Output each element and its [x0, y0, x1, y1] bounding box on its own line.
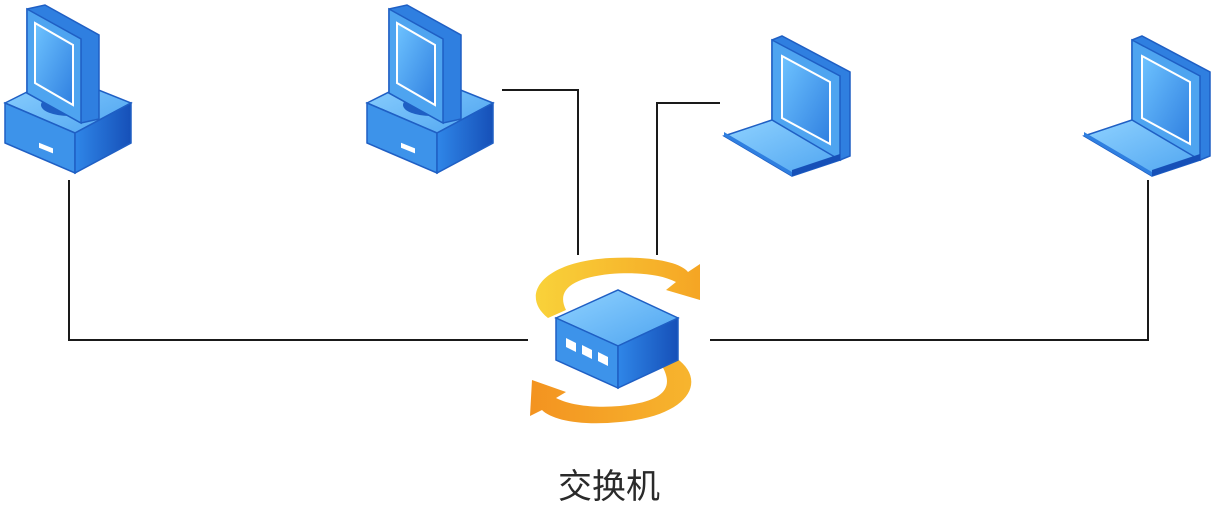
- connection-lines: [68, 89, 1149, 341]
- link-pc-2: [502, 89, 579, 255]
- laptop-icon: [1082, 35, 1211, 177]
- desktop-computer-icon: [365, 4, 495, 175]
- switch-icon: [530, 257, 700, 424]
- switch-label: 交换机: [558, 467, 660, 507]
- swap-arrow-bottom-icon: [530, 358, 692, 424]
- laptop-icon: [722, 35, 851, 177]
- link-pc-1: [68, 180, 528, 341]
- desktop-computer-icon: [3, 4, 133, 175]
- link-laptop-1: [656, 102, 720, 255]
- swap-arrow-top-icon: [535, 257, 700, 318]
- link-laptop-2: [710, 180, 1149, 341]
